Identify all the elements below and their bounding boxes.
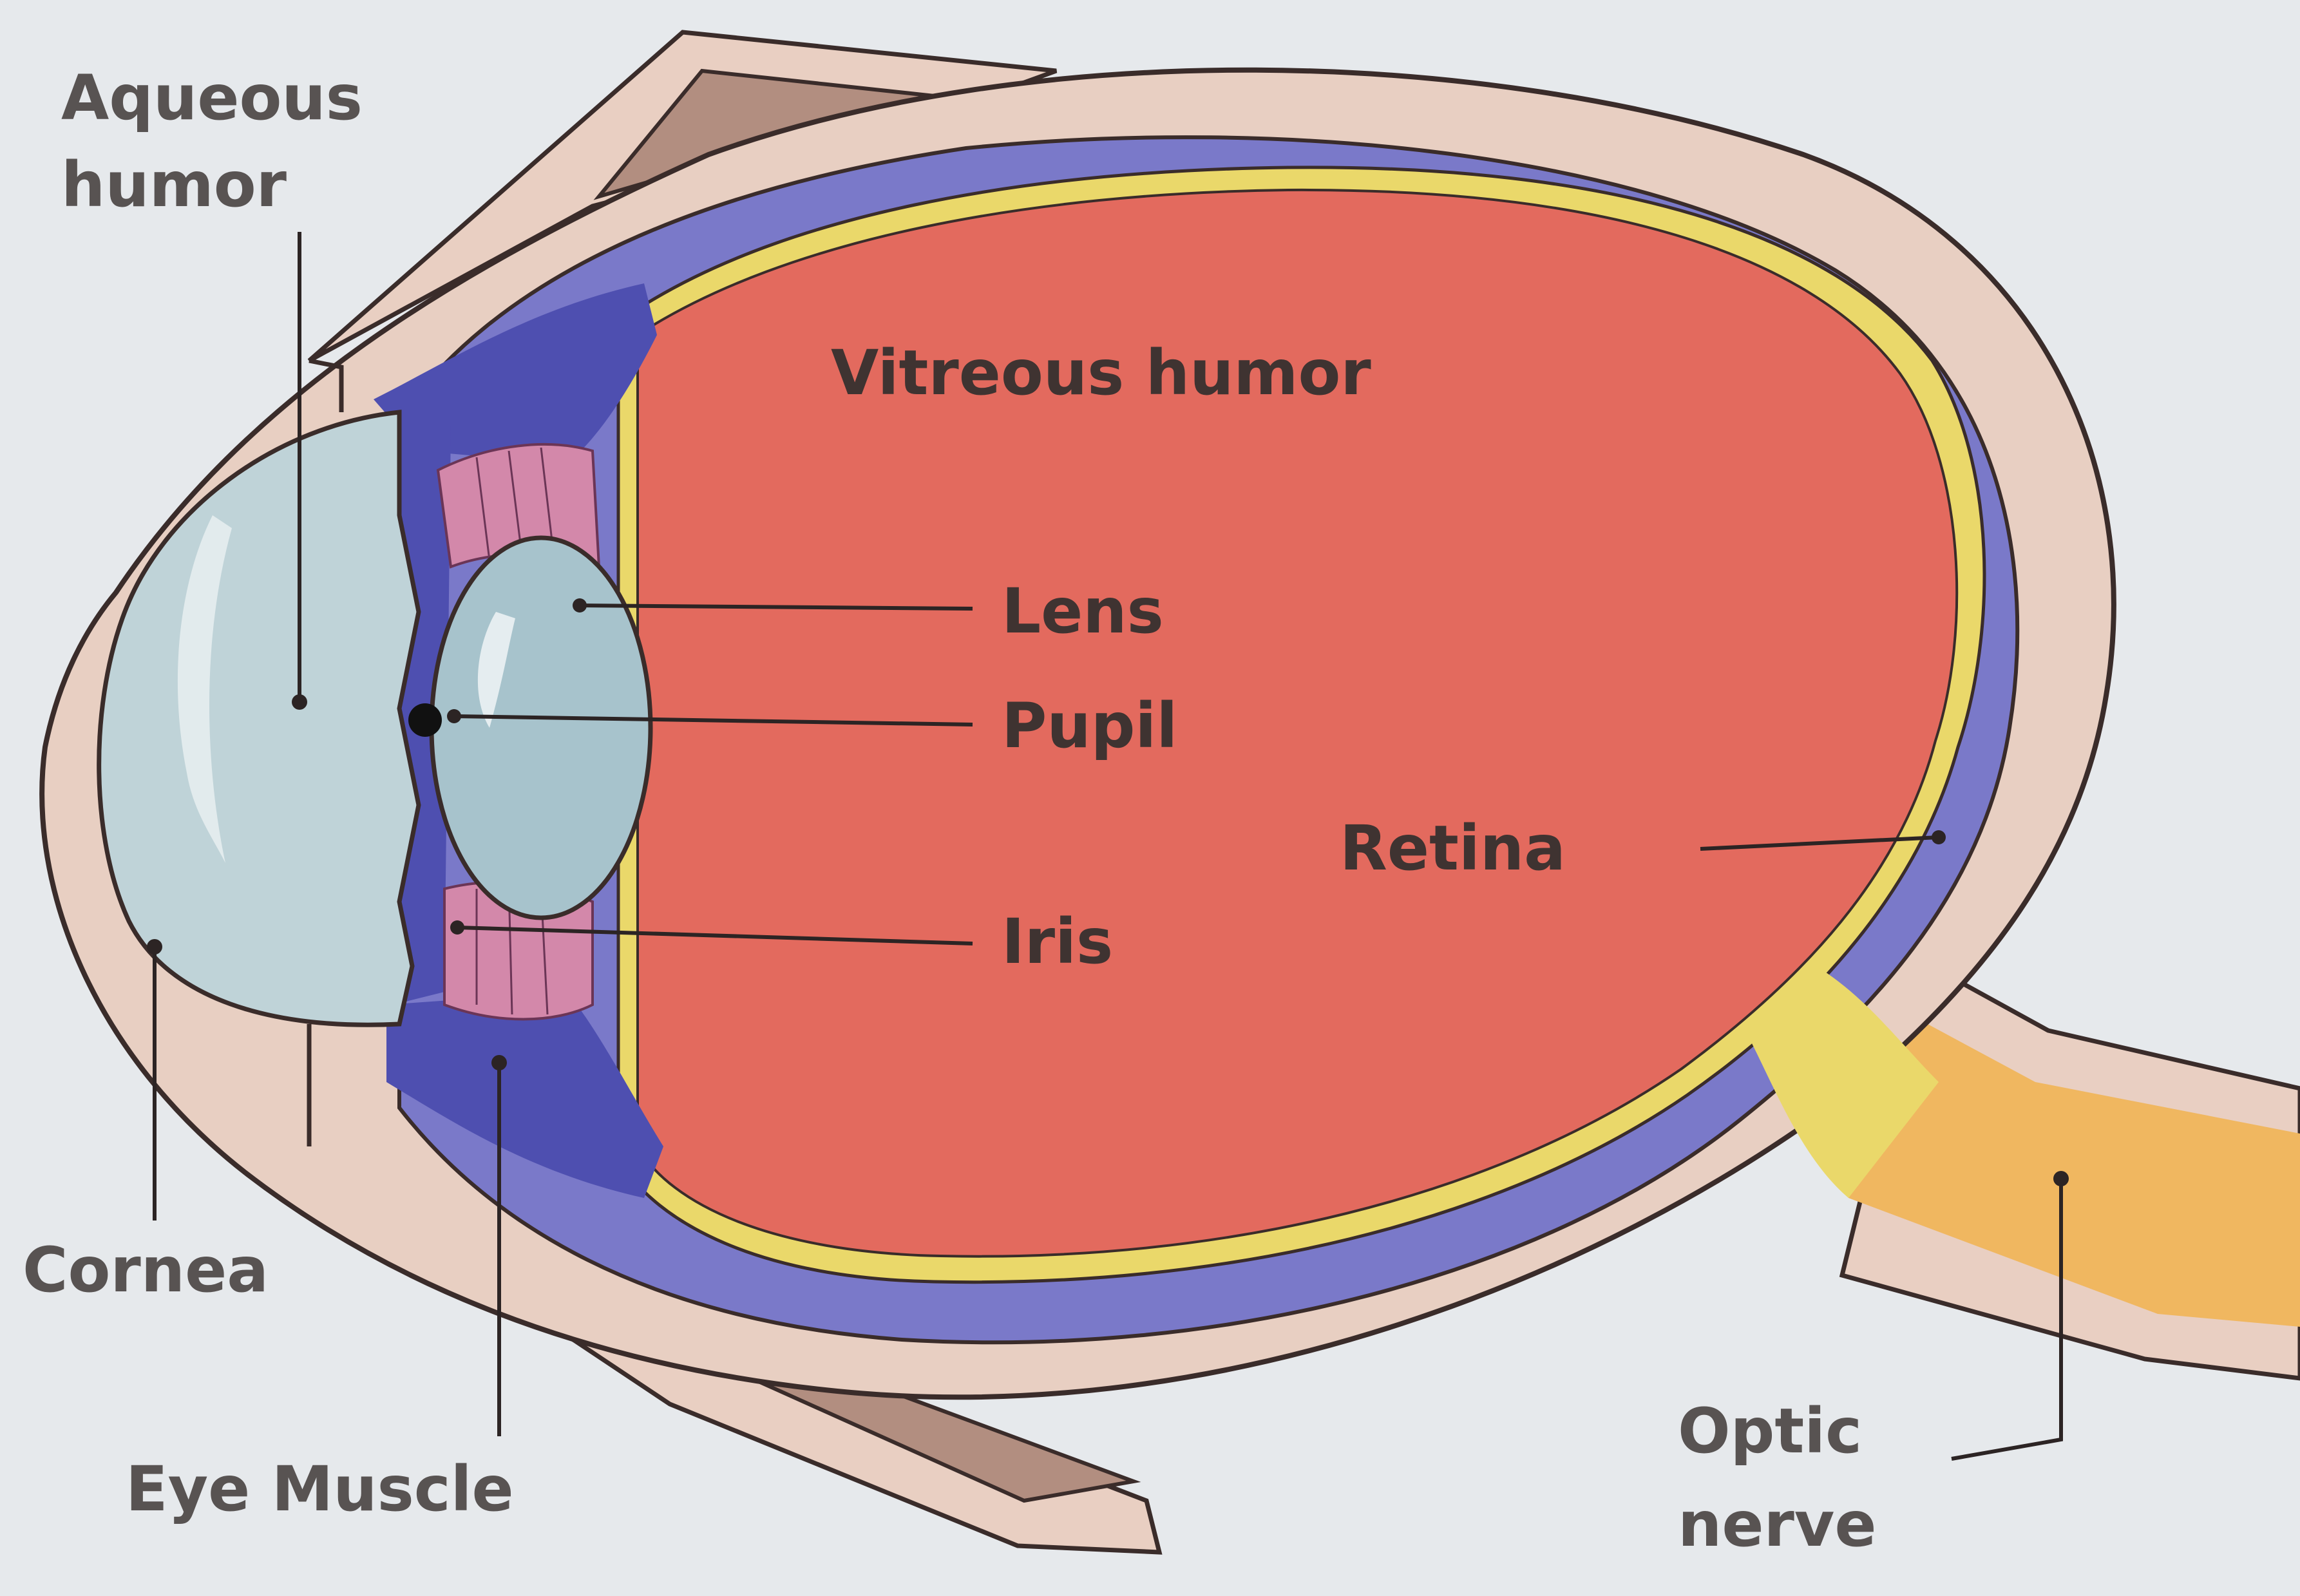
pupil-shape xyxy=(408,703,442,737)
label-iris: Iris xyxy=(1002,906,1113,978)
label-optic-nerve-line2: nerve xyxy=(1678,1488,1876,1561)
label-optic-nerve-line1: Optic xyxy=(1678,1395,1862,1467)
label-aqueous-humor-line1: Aqueous xyxy=(61,62,363,134)
lens-shape xyxy=(432,538,651,918)
label-aqueous-humor-line2: humor xyxy=(61,149,287,221)
label-retina: Retina xyxy=(1340,812,1566,884)
label-cornea: Cornea xyxy=(23,1234,269,1306)
label-pupil: Pupil xyxy=(1002,690,1177,762)
label-eye-muscle: Eye Muscle xyxy=(126,1453,514,1525)
label-lens: Lens xyxy=(1002,575,1164,647)
label-vitreous-humor: Vitreous humor xyxy=(831,337,1371,409)
